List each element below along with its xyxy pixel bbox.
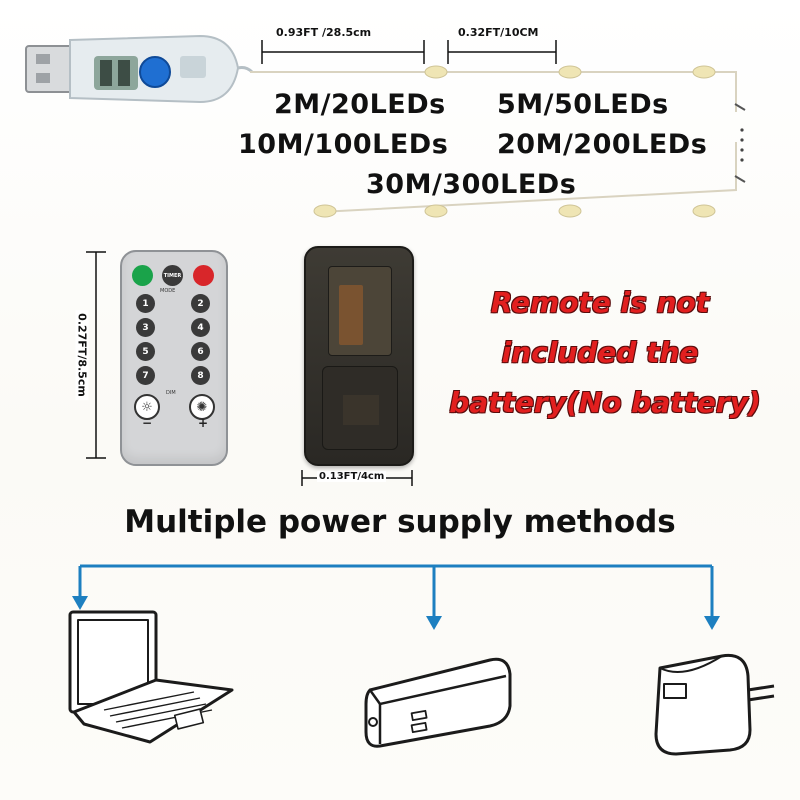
power-heading: Multiple power supply methods	[124, 504, 676, 540]
remote-key-7: 7	[136, 366, 155, 385]
length-option-1: 2M/20LEDs	[274, 89, 446, 120]
wall-adapter-icon	[654, 653, 775, 756]
vertical-ellipsis	[740, 128, 744, 162]
box-circuit	[322, 366, 398, 450]
length-option-2: 5M/50LEDs	[497, 89, 669, 120]
remote-key-4: 4	[191, 318, 210, 337]
length-option-5: 30M/300LEDs	[366, 169, 577, 200]
control-box	[304, 246, 414, 466]
dimension-label-box-width: 0.13FT/4cm	[317, 471, 387, 482]
usb-plug-icon	[25, 34, 254, 104]
dimension-label-segment-a: 0.93FT /28.5cm	[276, 26, 372, 39]
dimension-brackets	[261, 40, 557, 64]
remote-key-1: 1	[136, 294, 155, 313]
box-window	[328, 266, 392, 356]
length-option-3: 10M/100LEDs	[238, 129, 449, 160]
notice-line-2: included the	[501, 336, 699, 369]
led-bead-row-bottom	[313, 204, 716, 218]
remote-dim-label: DIM	[166, 390, 176, 396]
remote-off-button	[193, 265, 214, 286]
remote-key-2: 2	[191, 294, 210, 313]
sun-bright-icon: ✺	[189, 394, 215, 420]
led-string-illustration	[25, 34, 746, 218]
sun-dim-icon: ☼	[134, 394, 160, 420]
remote-on-button	[132, 265, 153, 286]
remote-key-8: 8	[191, 366, 210, 385]
remote-timer-button: TIMER	[162, 265, 183, 286]
laptop-icon	[68, 610, 234, 744]
remote-plus-label: +	[198, 416, 209, 430]
length-option-4: 20M/200LEDs	[497, 129, 708, 160]
remote-mode-label: MODE	[160, 288, 176, 294]
dimension-label-segment-b: 0.32FT/10CM	[458, 26, 539, 39]
led-bead-row-top	[424, 65, 716, 79]
remote-key-5: 5	[136, 342, 155, 361]
remote-key-6: 6	[191, 342, 210, 361]
power-bank-icon	[364, 657, 512, 748]
remote-key-3: 3	[136, 318, 155, 337]
notice-line-3: battery(No battery)	[449, 386, 761, 419]
remote-control: TIMER MODE 1 2 3 4 5 6 7 8 DIM ☼ ✺ − +	[120, 250, 228, 466]
remote-minus-label: −	[142, 416, 153, 430]
notice-line-1: Remote is not	[490, 286, 710, 319]
